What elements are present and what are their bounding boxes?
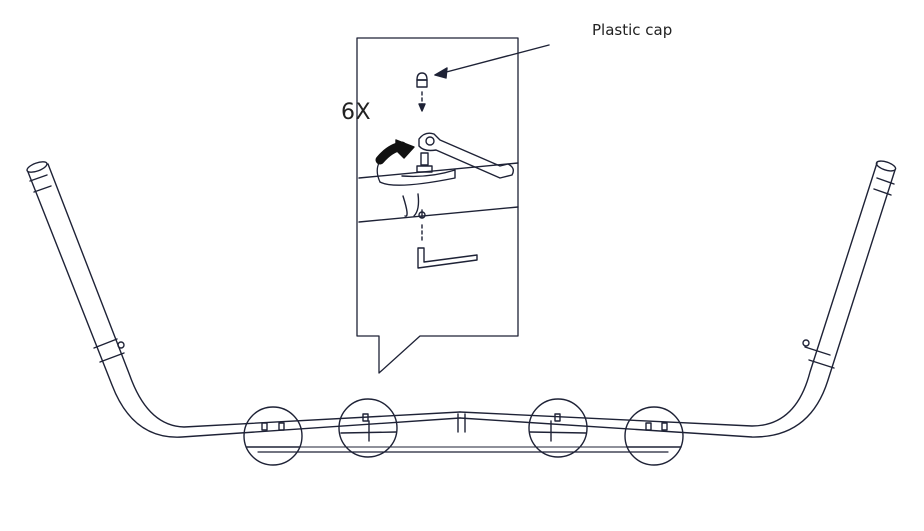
joint-detail-3: [528, 398, 588, 458]
quantity-label: 6X: [341, 100, 372, 125]
cap-leader-arrow: [434, 44, 550, 79]
wrench-icon: [418, 132, 515, 179]
frame-tube: [26, 160, 897, 453]
hex-key-icon: [417, 224, 478, 269]
callout-tube: [358, 162, 519, 223]
callout-box: [356, 37, 519, 374]
joint-detail-2: [338, 398, 398, 458]
joint-detail-4: [624, 406, 684, 466]
bolt-icon: [416, 152, 433, 173]
plastic-cap-icon: [416, 72, 428, 112]
rotate-arrow-icon: [375, 139, 456, 186]
joint-detail-1: [243, 406, 303, 466]
plastic-cap-label: Plastic cap: [592, 21, 673, 39]
